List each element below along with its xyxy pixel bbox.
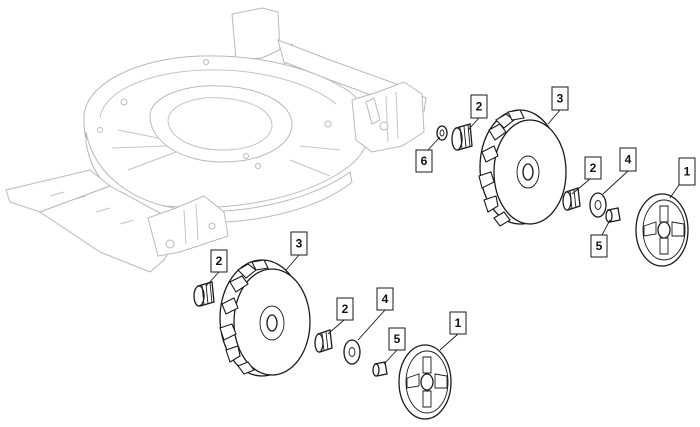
- callout-2-front-outer: 2: [336, 297, 354, 321]
- callout-label: 5: [394, 332, 401, 346]
- mower-deck: [5, 7, 427, 273]
- callout-label: 4: [625, 153, 632, 167]
- rear-wheel-assembly: [436, 109, 689, 267]
- nut-rear: [605, 207, 621, 223]
- callout-label: 2: [216, 254, 223, 268]
- callout-5-front: 5: [388, 327, 406, 351]
- bushing-front-inner: [193, 281, 215, 307]
- callout-label: 6: [421, 154, 428, 168]
- callout-label: 2: [590, 161, 597, 175]
- callout-3-rear: 3: [551, 86, 569, 111]
- callout-2-rear-inner: 2: [470, 94, 488, 119]
- callout-label: 2: [342, 302, 349, 316]
- callout-label: 5: [596, 239, 603, 253]
- callout-label: 3: [557, 92, 564, 106]
- callout-6: 6: [415, 149, 433, 173]
- callout-2-front-inner: 2: [210, 249, 228, 273]
- hubcap-rear: [635, 193, 689, 267]
- wheel-rear: [478, 109, 567, 227]
- callout-1-front: 1: [449, 311, 467, 335]
- callout-label: 1: [684, 165, 691, 179]
- callout-label: 3: [296, 237, 303, 251]
- washer-6: [436, 125, 448, 141]
- callout-5-rear: 5: [590, 234, 608, 258]
- washer-rear: [589, 192, 607, 218]
- callout-label: 4: [382, 292, 389, 306]
- front-wheel-assembly: [193, 259, 452, 420]
- callout-3-front: 3: [290, 231, 308, 256]
- callout-4-front: 4: [376, 287, 394, 311]
- callout-label: 1: [455, 316, 462, 330]
- wheel-front: [219, 259, 311, 377]
- callout-label: 2: [476, 100, 483, 114]
- leader-lines: [205, 109, 680, 365]
- bushing-rear-inner: [451, 123, 473, 151]
- bushing-rear-outer: [562, 187, 581, 211]
- callout-1-rear: 1: [678, 157, 696, 186]
- bushing-front-outer: [314, 329, 333, 353]
- nut-front: [372, 361, 388, 377]
- washer-front: [343, 339, 361, 365]
- hubcap-front: [398, 344, 452, 420]
- callout-4-rear: 4: [619, 147, 637, 172]
- callout-2-rear-outer: 2: [584, 156, 602, 180]
